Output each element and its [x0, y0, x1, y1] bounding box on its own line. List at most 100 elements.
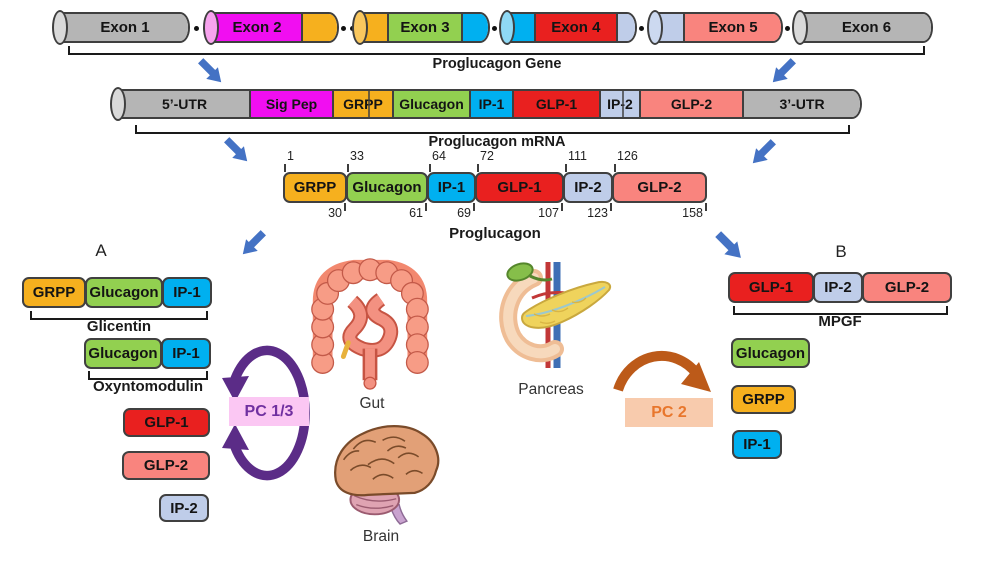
down-left-arrow-icon [242, 230, 266, 255]
exon-label: Exon 3 [400, 19, 450, 36]
exon-label: Exon 5 [708, 19, 758, 36]
brain-label: Brain [362, 528, 400, 545]
mrna-seg-label: GLP-2 [670, 96, 713, 112]
pancreas-illustration [499, 262, 612, 368]
brain-illustration [334, 425, 440, 525]
gene-title: Proglucagon Gene [432, 56, 562, 72]
protein-domain-grpp: GRPP [283, 172, 347, 203]
glicentin-bracket [30, 311, 208, 320]
mpgf-glp1-box: GLP-1 [728, 272, 814, 303]
mpgf-glp2-box: GLP-2 [862, 272, 952, 303]
residue-number: 64 [432, 149, 446, 163]
down-right-arrow-icon [715, 231, 741, 258]
residue-number: 1 [287, 149, 294, 163]
gut-label: Gut [359, 395, 385, 412]
protein-domain-glucagon: Glucagon [346, 172, 428, 203]
residue-tick [425, 203, 427, 211]
oxyntomodulin-bracket [88, 371, 208, 380]
pc13-cycle-arrow-icon [222, 345, 310, 481]
residue-number: 69 [457, 206, 471, 220]
mrna-seg-label: 3’-UTR [779, 96, 825, 112]
residue-tick [284, 164, 286, 172]
residue-tick [477, 164, 479, 172]
protein-domain-glp2: GLP-2 [612, 172, 707, 203]
residue-tick [561, 203, 563, 211]
residue-number: 107 [538, 206, 559, 220]
glicentin-label: Glicentin [86, 318, 152, 335]
protein-domain-ip1: IP-1 [427, 172, 476, 203]
gene-exon5-cylinder: Exon 5 [647, 10, 783, 45]
mpgf-label: MPGF [818, 313, 862, 330]
oxyntomodulin-glucagon-box: Glucagon [84, 338, 162, 369]
panel-a-glp1-box: GLP-1 [123, 408, 210, 437]
pc2-arrow-icon [613, 350, 711, 392]
residue-number: 33 [350, 149, 364, 163]
exon-label: Exon 1 [100, 19, 150, 36]
panel-b-ip1-box: IP-1 [732, 430, 782, 459]
protein-domain-glp1: GLP-1 [475, 172, 564, 203]
cylinder-cap [52, 10, 68, 45]
residue-number: 72 [480, 149, 494, 163]
residue-tick [473, 203, 475, 211]
residue-tick [705, 203, 707, 211]
mrna-bracket [135, 125, 850, 134]
cylinder-cap [499, 10, 515, 45]
residue-tick [565, 164, 567, 172]
mrna-cylinder: 5’-UTR Sig Pep GRPP Glucagon IP-1 GLP-1 … [110, 87, 862, 121]
panel-a-glp2-box: GLP-2 [122, 451, 210, 480]
residue-number: 126 [617, 149, 638, 163]
mrna-seg-label: GLP-1 [535, 96, 578, 112]
gene-exon3-cylinder: Exon 3 [352, 10, 490, 45]
gene-bracket [68, 46, 925, 55]
gut-illustration [311, 258, 429, 390]
cylinder-cap [110, 87, 126, 121]
mrna-title: Proglucagon mRNA [428, 134, 566, 150]
gene-exon1-cylinder: Exon 1 [52, 10, 190, 45]
residue-number: 61 [409, 206, 423, 220]
residue-number: 111 [568, 149, 588, 163]
panel-a-ip2-box: IP-2 [159, 494, 209, 522]
cylinder-cap [203, 10, 219, 45]
residue-tick [344, 203, 346, 211]
panel-b-label: B [835, 242, 847, 261]
cylinder-cap [792, 10, 808, 45]
protein-domain-ip2: IP-2 [563, 172, 613, 203]
down-left-arrow-icon [752, 139, 776, 164]
mrna-seg-label: 5’-UTR [161, 96, 208, 112]
gene-exon4-cylinder: Exon 4 [499, 10, 637, 45]
gene-exon6-cylinder: Exon 6 [792, 10, 933, 45]
oxyntomodulin-ip1-box: IP-1 [161, 338, 211, 369]
mrna-seg-label: IP-2 [607, 96, 633, 112]
exon-label: Exon 4 [551, 19, 601, 36]
mrna-seg-label: GRPP [343, 96, 383, 112]
pc13-enzyme-badge: PC 1/3 [229, 397, 309, 426]
protein-title: Proglucagon [449, 225, 541, 242]
cylinder-cap [647, 10, 663, 45]
mpgf-ip2-box: IP-2 [813, 272, 863, 303]
down-right-arrow-icon [198, 58, 222, 83]
exon-label: Exon 2 [232, 19, 282, 36]
panel-b-grpp-box: GRPP [731, 385, 796, 414]
glicentin-grpp-box: GRPP [22, 277, 86, 308]
panel-a-label: A [95, 241, 107, 260]
down-left-arrow-icon [772, 58, 796, 83]
mpgf-bracket [733, 306, 948, 315]
residue-tick [610, 203, 612, 211]
exon-label: Exon 6 [841, 19, 892, 36]
oxyntomodulin-label: Oxyntomodulin [93, 378, 203, 395]
glicentin-glucagon-box: Glucagon [85, 277, 163, 308]
panel-b-glucagon-box: Glucagon [731, 338, 810, 368]
mrna-seg-label: Glucagon [399, 96, 464, 112]
mrna-seg-label: IP-1 [478, 96, 505, 112]
residue-tick [429, 164, 431, 172]
residue-number: 158 [682, 206, 703, 220]
pancreas-label: Pancreas [518, 381, 584, 398]
residue-number: 30 [328, 206, 342, 220]
pc2-enzyme-badge: PC 2 [625, 398, 713, 427]
down-right-arrow-icon [224, 137, 248, 162]
residue-tick [347, 164, 349, 172]
gene-exon2-cylinder: Exon 2 [203, 10, 339, 45]
glicentin-ip1-box: IP-1 [162, 277, 212, 308]
mrna-seg-label: Sig Pep [265, 96, 318, 112]
